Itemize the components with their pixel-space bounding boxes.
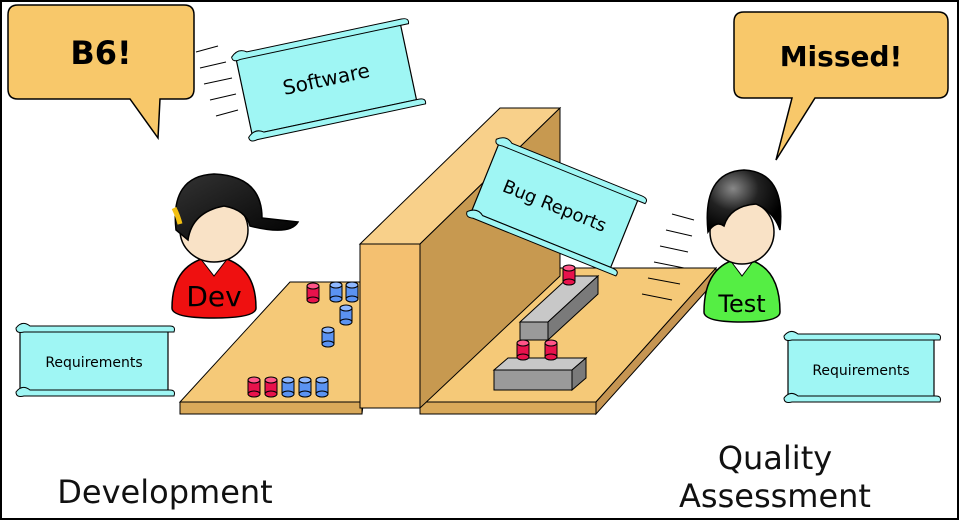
test-board-pieces (492, 264, 600, 392)
cylinder-piece (321, 326, 335, 348)
cylinder-piece (281, 376, 295, 398)
test-speech-bubble: Missed! (733, 11, 949, 161)
cylinder-piece (345, 281, 359, 303)
development-caption: Development (57, 473, 273, 511)
gray-block (518, 274, 600, 342)
cylinder-piece (562, 264, 576, 286)
cylinder-piece (315, 376, 329, 398)
cylinder-piece (298, 376, 312, 398)
cylinder-piece (544, 339, 558, 361)
cylinder-piece (339, 304, 353, 326)
dev-board-pieces (247, 281, 359, 398)
motion-lines (195, 45, 239, 117)
requirements-scroll-left: Requirements (15, 322, 175, 397)
motion-lines (641, 213, 695, 301)
test-speech-text: Missed! (780, 40, 903, 73)
hair-icon (706, 169, 782, 235)
cylinder-piece (264, 376, 278, 398)
requirements-left-label: Requirements (45, 355, 142, 371)
dev-label: Dev (186, 280, 241, 313)
test-label: Test (717, 290, 765, 318)
dev-speech-text: B6! (70, 34, 131, 72)
cylinder-piece (306, 282, 320, 304)
software-scroll: Software (195, 18, 427, 142)
cap-icon (174, 173, 300, 242)
cylinder-piece (516, 339, 530, 361)
dev-person: Dev (171, 173, 300, 319)
cylinder-piece (329, 281, 343, 303)
requirements-right-label: Requirements (812, 363, 909, 379)
quality-caption-line2: Assessment (679, 477, 871, 515)
test-person: Test (703, 169, 782, 323)
cylinder-piece (247, 376, 261, 398)
requirements-scroll-right: Requirements (783, 330, 941, 403)
test-board (418, 266, 718, 416)
dev-speech-bubble: B6! (7, 4, 195, 141)
bug-reports-scroll: Bug Reports (466, 137, 695, 301)
gray-block (492, 356, 588, 392)
quality-caption-line1: Quality (717, 439, 833, 477)
